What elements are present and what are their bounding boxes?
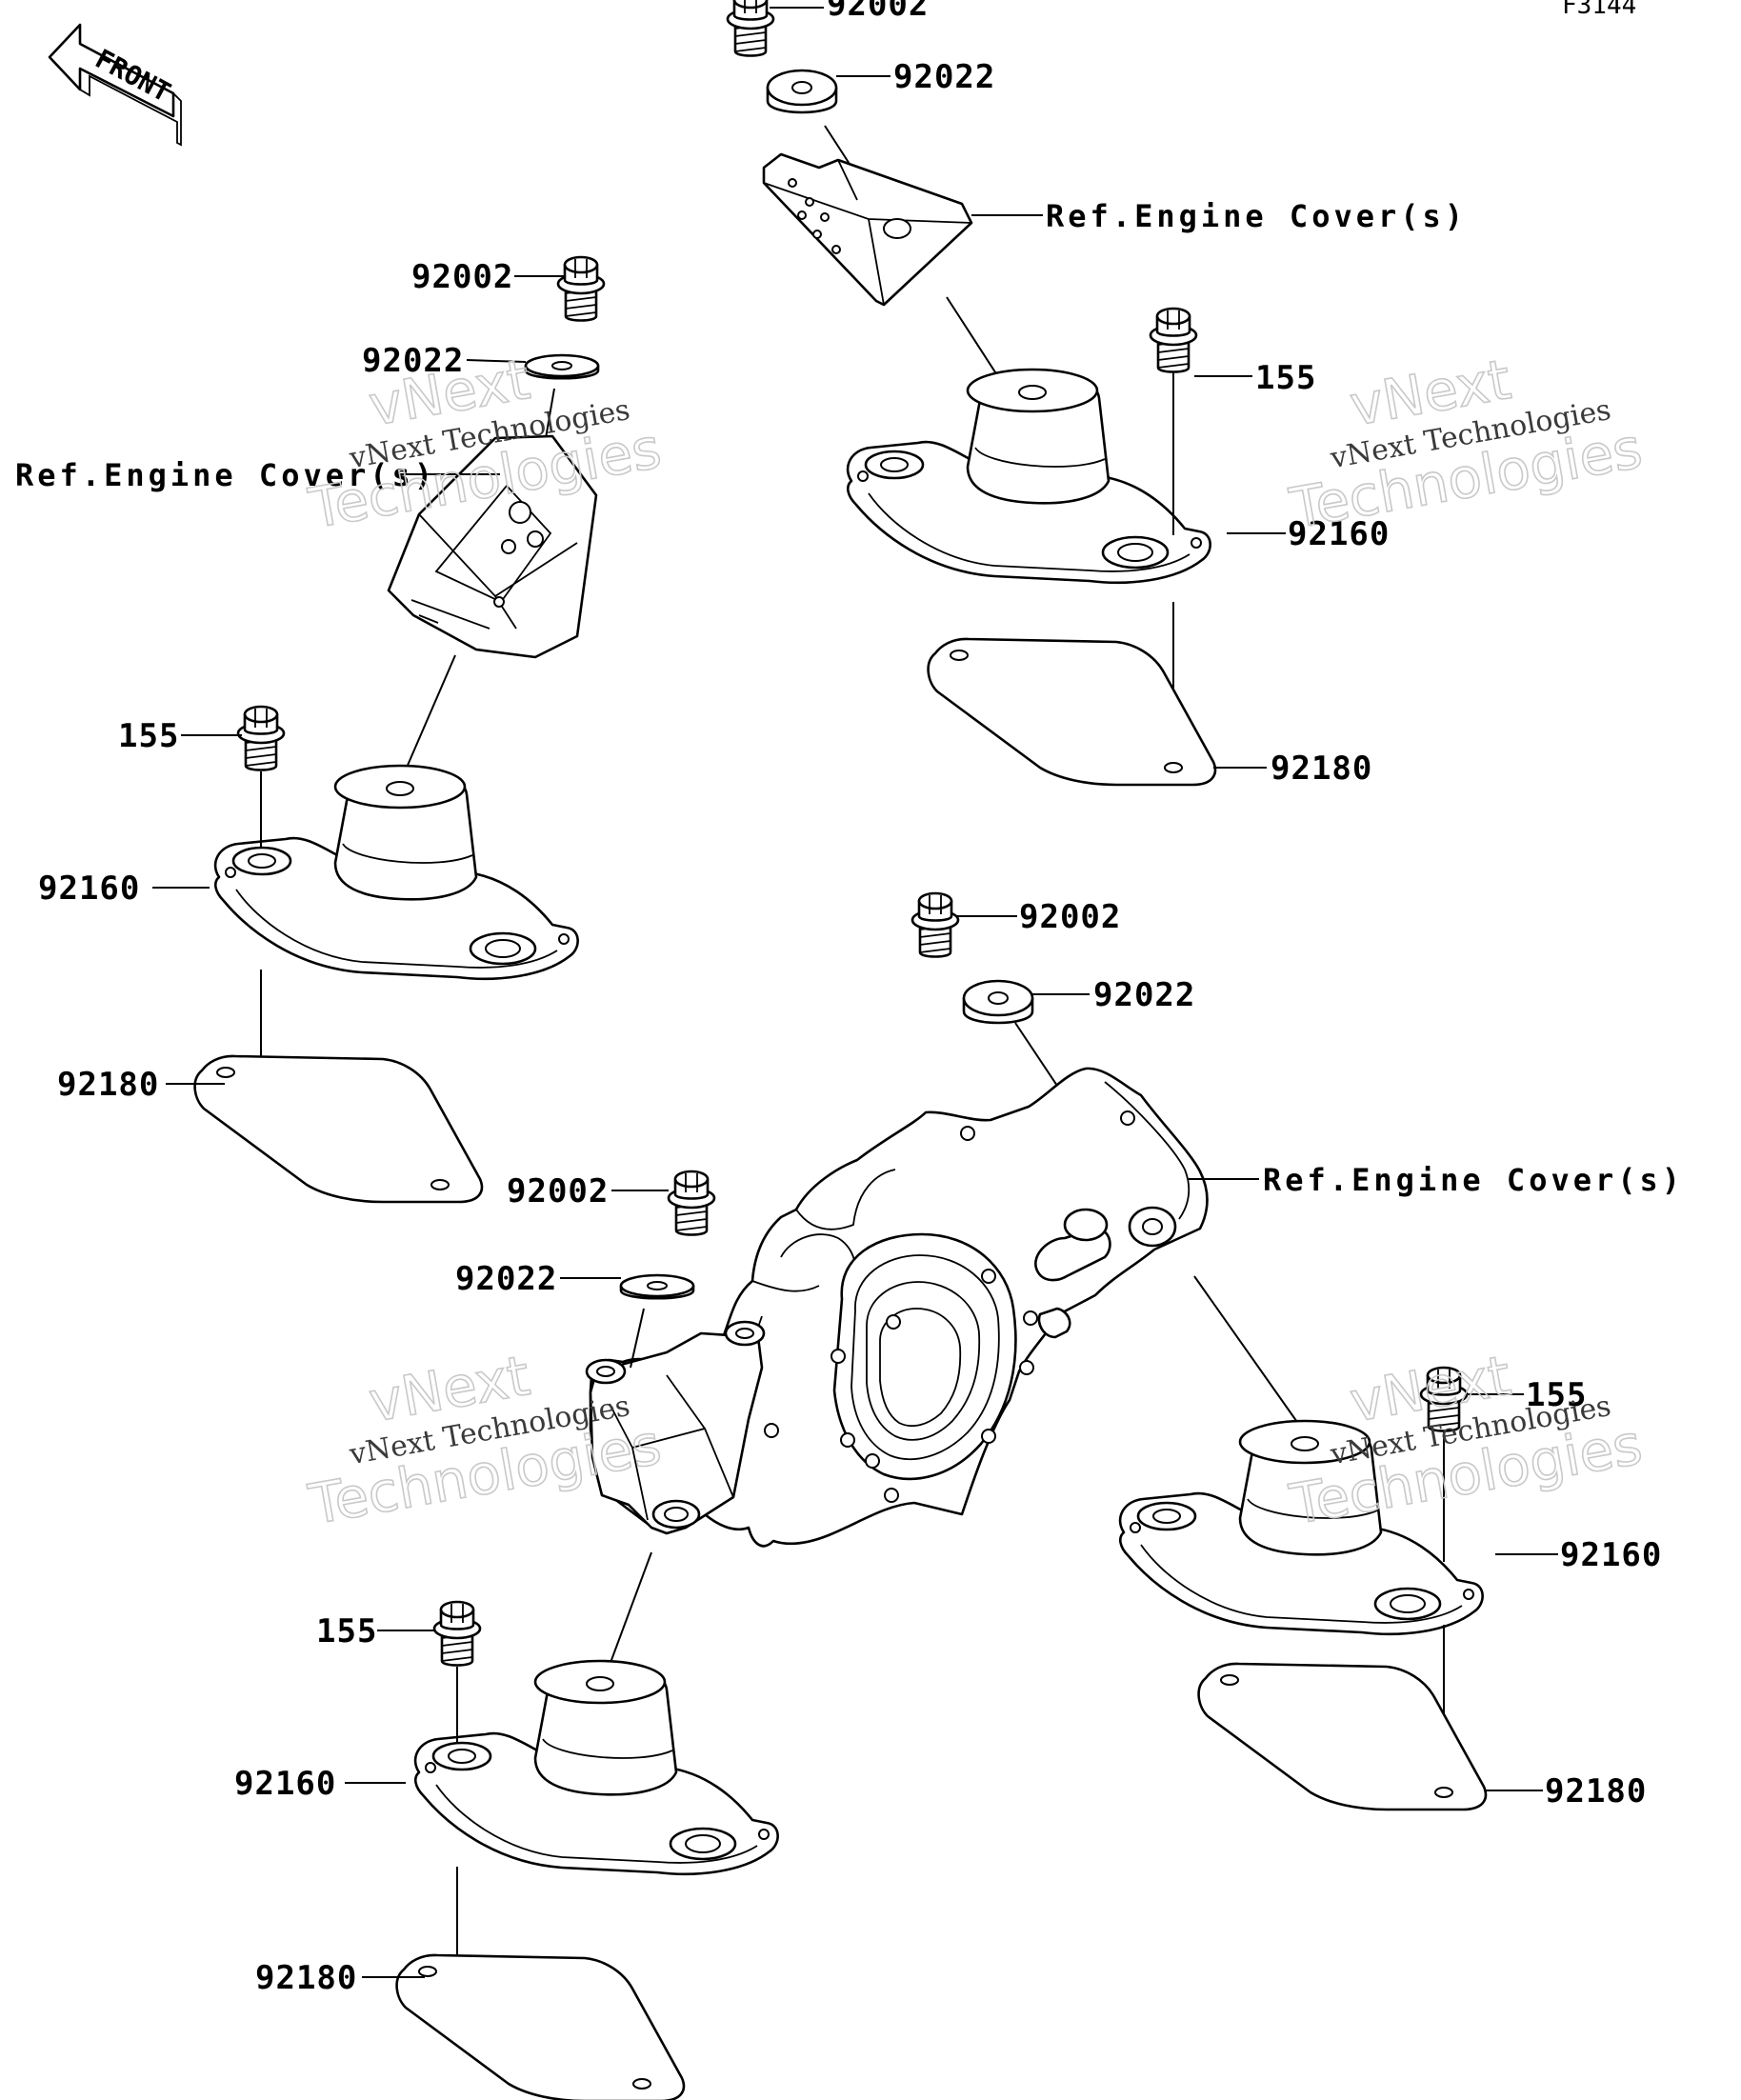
washer-mid	[962, 979, 1034, 1025]
callout-washer-top: 92022	[893, 58, 995, 96]
callout-ref-engine-cover-top: Ref.Engine Cover(s)	[1046, 198, 1467, 234]
bolt-mid	[911, 891, 960, 958]
gasket-plate-left	[193, 1054, 484, 1204]
damper-mount-top-right	[846, 368, 1211, 585]
bolt-top	[726, 0, 775, 57]
callout-damper-left: 92160	[38, 870, 140, 908]
engine-cover-bracket-top	[762, 152, 973, 307]
callout-ref-engine-cover-mid: Ref.Engine Cover(s)	[1263, 1162, 1684, 1198]
gasket-plate-top-right	[927, 637, 1217, 787]
callout-damper-right-mid: 92160	[1560, 1536, 1662, 1574]
callout-bolt-155-left: 155	[118, 717, 179, 755]
callout-ref-engine-cover-left: Ref.Engine Cover(s)	[15, 457, 436, 493]
callout-washer-mid: 92022	[1093, 976, 1195, 1014]
bolt-155-bottom-left	[432, 1600, 482, 1667]
bolt-left	[556, 255, 606, 322]
bolt-155-top-right	[1149, 307, 1198, 373]
engine-cover-center	[585, 1067, 1209, 1548]
callout-bolt-left: 92002	[411, 258, 513, 296]
callout-damper-top-right: 92160	[1288, 515, 1390, 553]
gasket-plate-right-mid	[1197, 1662, 1488, 1811]
callout-washer-left: 92022	[362, 342, 464, 380]
bolt-155-left	[236, 705, 286, 771]
callout-bolt-155-bottom-left: 155	[316, 1612, 377, 1650]
callout-bolt-mid: 92002	[1019, 898, 1121, 936]
bolt-mid-left	[667, 1170, 716, 1236]
callout-washer-mid-left: 92022	[455, 1260, 557, 1298]
callout-plate-top-right: 92180	[1271, 750, 1372, 788]
washer-mid-left	[619, 1273, 695, 1300]
gasket-plate-bottom-left	[395, 1953, 686, 2100]
figure-id: F3144	[1562, 0, 1636, 20]
washer-left	[524, 353, 600, 380]
watermark-left-lower: vNext vNext Technologies Technologies	[303, 1342, 666, 1538]
damper-mount-left	[213, 764, 579, 981]
damper-mount-bottom-left	[413, 1659, 779, 1876]
front-arrow-icon: FRONT	[48, 23, 182, 147]
callout-bolt-155-top-right: 155	[1255, 359, 1316, 397]
callout-bolt-mid-left: 92002	[507, 1172, 609, 1210]
callout-plate-bottom-left: 92180	[255, 1959, 357, 1997]
callout-plate-left: 92180	[57, 1066, 159, 1104]
callout-damper-bottom-left: 92160	[234, 1765, 336, 1803]
callout-plate-right-mid: 92180	[1545, 1772, 1647, 1810]
callout-bolt-155-right-mid: 155	[1526, 1376, 1587, 1414]
washer-top	[766, 69, 838, 114]
callout-bolt-top: 92002	[827, 0, 929, 24]
engine-cover-bracket-left	[387, 434, 598, 659]
watermark-left-upper: vNext vNext Technologies Technologies	[303, 346, 666, 542]
watermark-right-upper: vNext vNext Technologies Technologies	[1284, 346, 1647, 542]
